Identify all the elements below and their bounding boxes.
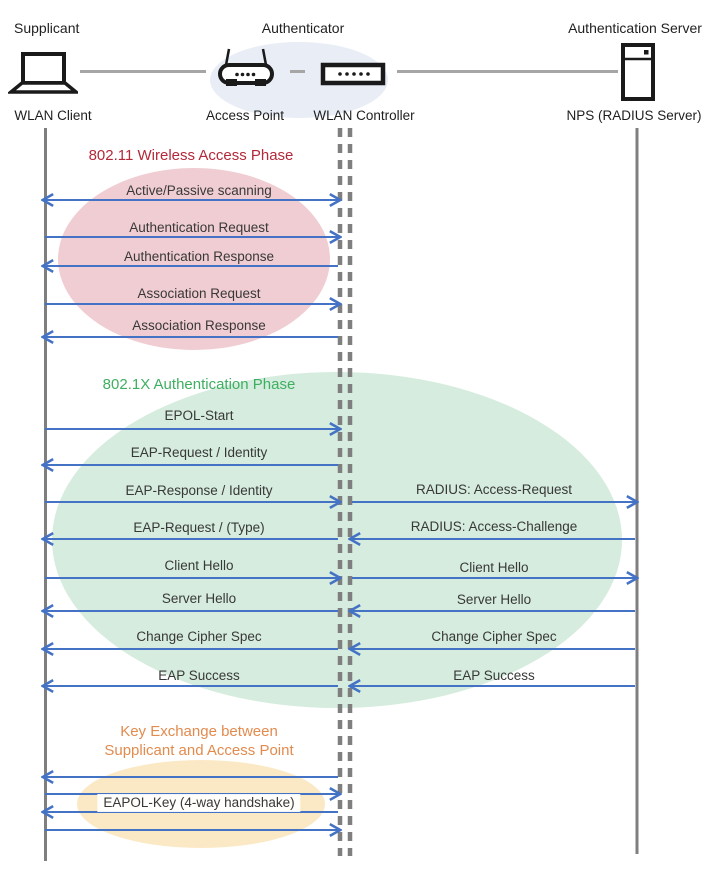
role-label-authentication-server: Authentication Server [568, 20, 702, 36]
phase-title-key-exchange: Key Exchange between Supplicant and Acce… [104, 723, 294, 759]
node-label-nps-radius-server: NPS (RADIUS Server) [566, 108, 702, 123]
connector-line-client-ap [80, 70, 206, 73]
role-label-authenticator: Authenticator [261, 20, 345, 36]
node-label-access-point: Access Point [205, 108, 285, 123]
connector-line-controller-server [397, 70, 618, 73]
role-label-supplicant: Supplicant [14, 20, 80, 36]
connector-line-ap-controller [290, 70, 305, 73]
access-point-icon [218, 48, 274, 86]
laptop-icon [8, 52, 78, 94]
node-label-wlan-client: WLAN Client [14, 108, 92, 123]
node-label-wlan-controller: WLAN Controller [313, 108, 415, 123]
server-icon [621, 43, 655, 101]
phase-title-wireless-access: 802.11 Wireless Access Phase [88, 147, 294, 164]
wlan-controller-icon [320, 62, 386, 86]
phase-title-authentication: 802.1X Authentication Phase [102, 376, 296, 393]
